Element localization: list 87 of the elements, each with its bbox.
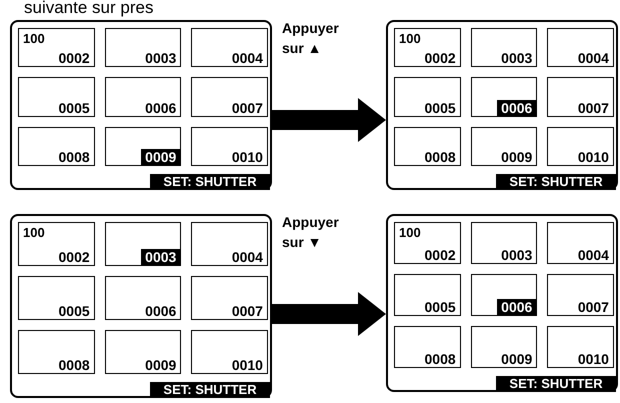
status-bar: SET: SHUTTER xyxy=(150,382,270,398)
screen-frame xyxy=(386,20,618,190)
thumbnail-frame xyxy=(547,222,614,264)
folder-number: 100 xyxy=(23,31,45,47)
thumbnail-frame xyxy=(18,126,95,166)
thumbnail-frame xyxy=(18,330,95,374)
frame-number: 0009 xyxy=(144,357,178,373)
thumbnail-frame xyxy=(470,326,538,368)
frame-number: 0007 xyxy=(230,100,264,116)
frame-number: 0008 xyxy=(58,148,91,165)
thumbnail-frame xyxy=(104,77,182,117)
thumbnail-frame xyxy=(18,77,95,117)
frame-number: 0002 xyxy=(58,50,91,66)
thumbnail-frame xyxy=(470,274,538,316)
frame-number: 0003 xyxy=(144,50,178,66)
frame-number: 0008 xyxy=(424,351,457,367)
thumbnail-frame xyxy=(470,77,538,117)
frame-number: 0003 xyxy=(500,50,534,66)
thumbnail-frame xyxy=(104,222,182,266)
frame-number: 0007 xyxy=(576,299,610,315)
thumbnail-frame xyxy=(547,28,614,68)
frame-number: 0005 xyxy=(424,100,457,116)
thumbnail-frame xyxy=(394,222,461,264)
thumbnail-frame xyxy=(191,28,268,68)
thumbnail-frame xyxy=(104,276,182,320)
frame-number: 0006 xyxy=(497,100,536,116)
status-bar: SET: SHUTTER xyxy=(496,376,616,392)
frame-number: 0007 xyxy=(576,100,610,116)
thumbnail-frame xyxy=(470,126,538,166)
frame-number: 0004 xyxy=(230,249,264,265)
frame-number: 0010 xyxy=(576,148,610,165)
status-bar: SET: SHUTTER xyxy=(150,174,270,190)
thumbnail-frame xyxy=(470,28,538,68)
frame-number: 0010 xyxy=(230,357,264,373)
frame-number: 0004 xyxy=(576,247,610,263)
frame-number: 0005 xyxy=(58,303,91,319)
frame-number: 0003 xyxy=(141,249,180,265)
thumbnail-frame xyxy=(18,276,95,320)
thumbnail-frame xyxy=(470,222,538,264)
thumbnail-frame xyxy=(394,274,461,316)
thumbnail-frame xyxy=(191,222,268,266)
thumbnail-frame xyxy=(394,126,461,166)
thumbnail-frame xyxy=(547,326,614,368)
thumbnail-frame xyxy=(547,274,614,316)
frame-number: 0002 xyxy=(424,50,457,66)
thumbnail-frame xyxy=(394,28,461,68)
thumbnail-frame xyxy=(191,276,268,320)
thumbnail-frame xyxy=(18,222,95,266)
frame-number: 0005 xyxy=(424,299,457,315)
frame-number: 0009 xyxy=(141,148,180,165)
frame-number: 0006 xyxy=(144,100,178,116)
frame-number: 0004 xyxy=(230,50,264,66)
frame-number: 0004 xyxy=(576,50,610,66)
screen-frame xyxy=(386,214,618,392)
thumbnail-frame xyxy=(104,28,182,68)
arrow xyxy=(272,292,386,336)
frame-number: 0003 xyxy=(500,247,534,263)
frame-number: 0008 xyxy=(58,357,91,373)
folder-number: 100 xyxy=(23,225,45,241)
frame-number: 0008 xyxy=(424,148,457,165)
frame-number: 0002 xyxy=(424,247,457,263)
thumbnail-frame xyxy=(104,330,182,374)
frame-number: 0009 xyxy=(500,351,534,367)
frame-number: 0010 xyxy=(230,148,264,165)
thumbnail-frame xyxy=(394,326,461,368)
folder-number: 100 xyxy=(399,31,421,47)
frame-number: 0006 xyxy=(144,303,178,319)
frame-number: 0005 xyxy=(58,100,91,116)
thumbnail-frame xyxy=(104,126,182,166)
frame-number: 0002 xyxy=(58,249,91,265)
thumbnail-frame xyxy=(191,330,268,374)
thumbnail-frame xyxy=(191,77,268,117)
frame-number: 0007 xyxy=(230,303,264,319)
heading-text: suivante sur pres xyxy=(24,0,154,16)
frame-number: 0010 xyxy=(576,351,610,367)
status-bar: SET: SHUTTER xyxy=(496,174,616,190)
frame-number: 0006 xyxy=(497,299,536,315)
thumbnail-frame xyxy=(18,28,95,68)
thumbnail-frame xyxy=(191,126,268,166)
thumbnail-frame xyxy=(547,126,614,166)
screen-frame xyxy=(10,20,272,190)
screen-frame xyxy=(10,214,272,398)
arrow xyxy=(272,98,386,142)
thumbnail-frame xyxy=(394,77,461,117)
thumbnail-frame xyxy=(547,77,614,117)
frame-number: 0009 xyxy=(500,148,534,165)
folder-number: 100 xyxy=(399,225,421,241)
